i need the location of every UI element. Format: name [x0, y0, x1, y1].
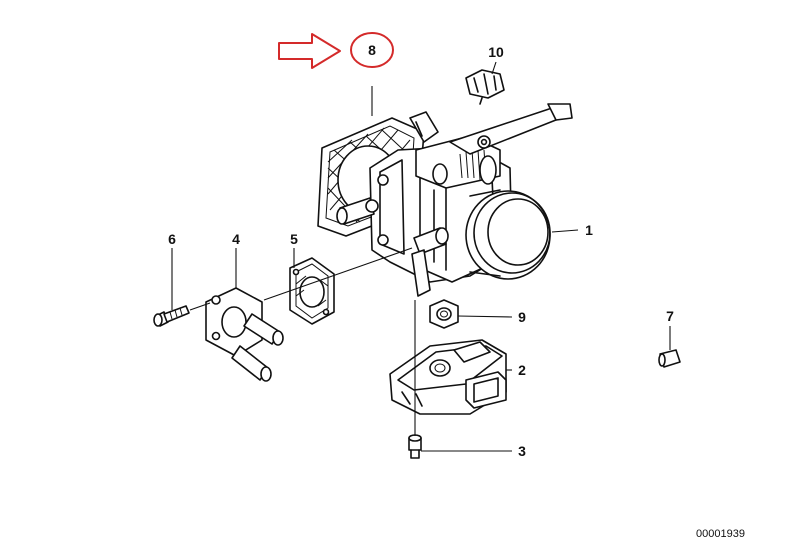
callout-9[interactable]: 9 [518, 309, 526, 325]
highlight-circle [350, 32, 394, 68]
callout-2[interactable]: 2 [518, 362, 526, 378]
callout-5[interactable]: 5 [290, 231, 298, 247]
screw-3 [408, 434, 422, 459]
callout-8[interactable]: 8 [368, 42, 376, 58]
callout-3[interactable]: 3 [518, 443, 526, 459]
highlight-arrow [278, 33, 341, 69]
callout-6[interactable]: 6 [168, 231, 176, 247]
coolant-flange-4 [205, 287, 284, 382]
throttle-body-1 [336, 103, 573, 297]
leader-lines [171, 61, 671, 452]
callout-10[interactable]: 10 [488, 44, 504, 60]
callout-4[interactable]: 4 [232, 231, 240, 247]
bolt-6 [153, 305, 190, 327]
diagram-code: 00001939 [696, 528, 745, 540]
sensor-2 [389, 339, 507, 415]
hex-nut-9 [429, 299, 459, 329]
callout-1[interactable]: 1 [585, 222, 593, 238]
clip-10 [465, 69, 505, 105]
gasket-5 [289, 257, 335, 325]
callout-7[interactable]: 7 [666, 308, 674, 324]
pin-7 [658, 349, 681, 368]
